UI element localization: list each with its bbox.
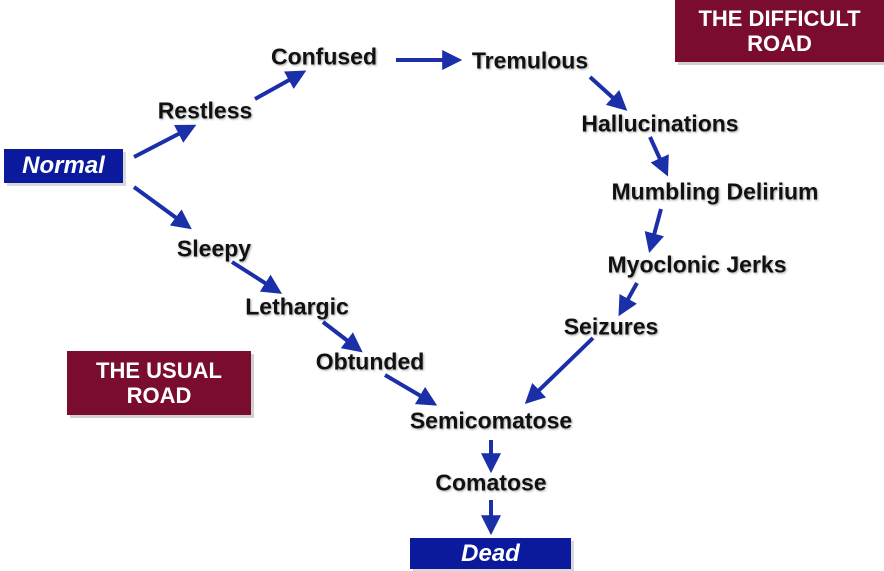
- arrow-normal-to-restless: [133, 124, 197, 159]
- arrow-restless-to-confused: [254, 70, 307, 101]
- difficult-road-box: THE DIFFICULT ROAD: [675, 0, 884, 62]
- arrow-myoclonic-jerks-to-seizures: [618, 282, 639, 317]
- state-sleepy: Sleepy: [176, 235, 252, 262]
- state-hallucinations: Hallucinations: [581, 110, 739, 137]
- normal-label: Normal: [22, 152, 105, 179]
- arrow-seizures-to-semicomatose: [524, 336, 595, 405]
- state-tremulous: Tremulous: [471, 47, 589, 74]
- state-confused: Confused: [270, 43, 378, 70]
- state-lethargic: Lethargic: [245, 293, 349, 320]
- arrow-normal-to-sleepy: [132, 185, 192, 230]
- arrow-lethargic-to-obtunded: [321, 320, 363, 353]
- state-semicomatose: Semicomatose: [409, 407, 573, 434]
- arrow-tremulous-to-hallucinations: [588, 75, 628, 111]
- state-seizures: Seizures: [563, 313, 659, 340]
- state-myoclonic-jerks: Myoclonic Jerks: [607, 251, 787, 278]
- state-restless: Restless: [157, 97, 253, 124]
- state-mumbling-delirium: Mumbling Delirium: [611, 178, 819, 205]
- state-comatose: Comatose: [435, 469, 547, 496]
- arrow-obtunded-to-semicomatose: [383, 373, 438, 406]
- normal-box: Normal: [4, 149, 123, 183]
- difficult-road-label: THE DIFFICULT ROAD: [698, 5, 861, 56]
- arrow-mumbling-delirium-to-myoclonic-jerks: [644, 208, 664, 253]
- dead-box: Dead: [410, 538, 571, 569]
- state-obtunded: Obtunded: [315, 348, 425, 375]
- usual-road-box: THE USUAL ROAD: [67, 351, 251, 415]
- arrow-sleepy-to-lethargic: [230, 260, 283, 294]
- usual-road-label: THE USUAL ROAD: [96, 357, 222, 408]
- dead-label: Dead: [461, 539, 520, 567]
- arrow-hallucinations-to-mumbling-delirium: [648, 136, 669, 177]
